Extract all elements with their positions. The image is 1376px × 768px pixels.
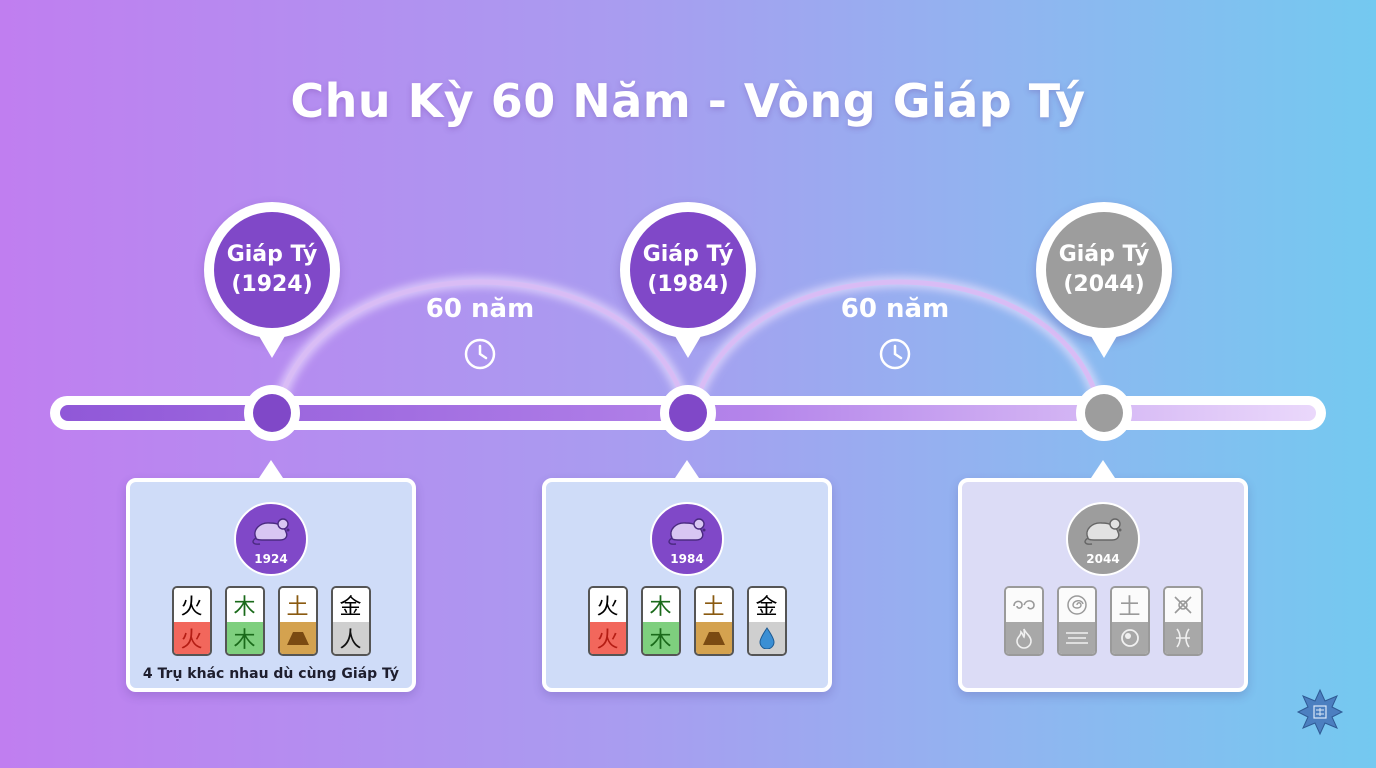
tile-top: 木: [642, 588, 679, 622]
tile-top: 火: [173, 588, 210, 622]
pillar-card-1924: 1924 火 火 木 木 土 金 人 4 Trụ khác nhau dù cù…: [126, 460, 416, 692]
tile-bottom: [748, 622, 785, 654]
rat-icon: [1084, 518, 1122, 545]
star-emblem-icon: [1296, 688, 1344, 736]
rat-badge: 2044: [1066, 502, 1140, 576]
pillar-tile-metal: 金 人: [330, 586, 371, 656]
marker-name: Giáp Tý: [226, 242, 318, 267]
pisces-icon: [1175, 628, 1190, 648]
tile-bottom: [279, 622, 316, 654]
pillar-tiles: 火 火 木 木 土 金 人: [130, 586, 412, 656]
tile-top: 土: [695, 588, 732, 622]
tile-bottom: 火: [173, 622, 210, 654]
pillar-tile-metal: 金: [746, 586, 787, 656]
tile-top: 土: [1111, 588, 1148, 622]
tile-top: 土: [279, 588, 316, 622]
tile-bottom: [1058, 622, 1095, 654]
page-title: Chu Kỳ 60 Năm - Vòng Giáp Tý: [290, 74, 1086, 128]
badge-year: 2044: [1086, 552, 1120, 566]
pillar-tiles: 火 火 木 木 土 金: [546, 586, 828, 656]
tile-top: 火: [589, 588, 626, 622]
arc-2: [691, 279, 1103, 409]
tile-top: [1005, 588, 1042, 622]
tile-bottom: [1111, 622, 1148, 654]
pillar-tile-earth: 土: [693, 586, 734, 656]
earth-mound-icon: [702, 632, 725, 645]
tile-top: 金: [748, 588, 785, 622]
pillar-tile-fire: 火 火: [587, 586, 628, 656]
flame-icon: [1015, 628, 1032, 649]
card-note: 4 Trụ khác nhau dù cùng Giáp Tý: [142, 666, 400, 682]
pillar-tile-future-3: 土: [1109, 586, 1150, 656]
marker-pin-1984: Giáp Tý (1984): [620, 202, 756, 358]
tile-bottom: 木: [226, 622, 263, 654]
pillar-card-2044: 2044 土: [958, 460, 1248, 692]
tile-bottom: 人: [332, 622, 369, 654]
rat-icon: [668, 518, 706, 545]
tile-bottom: 木: [642, 622, 679, 654]
timeline-node-2044: [1076, 385, 1132, 441]
tile-bottom: [1164, 622, 1201, 654]
marker-year: (2044): [1063, 272, 1145, 297]
rat-icon: [252, 518, 290, 545]
badge-year: 1984: [670, 552, 704, 566]
pillar-tile-wood: 木 木: [640, 586, 681, 656]
tile-bottom: [695, 622, 732, 654]
gap-label-2: 60 năm: [840, 294, 950, 324]
marker-pin-2044: Giáp Tý (2044): [1036, 202, 1172, 358]
arc-1: [275, 279, 689, 409]
knot-icon: [1173, 596, 1192, 614]
timeline-node-1924: [244, 385, 300, 441]
water-drop-icon: [758, 627, 775, 649]
earth-mound-icon: [286, 632, 309, 645]
pillar-tile-earth: 土: [277, 586, 318, 656]
marker-year: (1924): [231, 272, 313, 297]
tile-top: [1058, 588, 1095, 622]
rat-badge: 1984: [650, 502, 724, 576]
pillar-card-1984: 1984 火 火 木 木 土 金: [542, 460, 832, 692]
marker-name: Giáp Tý: [642, 242, 734, 267]
swirl-icon: [1012, 600, 1035, 610]
pillar-tile-fire: 火 火: [171, 586, 212, 656]
spiral-icon: [1066, 595, 1087, 615]
orb-icon: [1120, 629, 1139, 647]
marker-pin-1924: Giáp Tý (1924): [204, 202, 340, 358]
clock-icon: [879, 338, 911, 370]
pillar-tile-future-2: [1056, 586, 1097, 656]
wave-lines-icon: [1065, 632, 1088, 644]
tile-bottom: [1005, 622, 1042, 654]
pillar-tile-future-1: [1003, 586, 1044, 656]
pillar-tiles: 土: [962, 586, 1244, 656]
marker-name: Giáp Tý: [1058, 242, 1150, 267]
tile-top: 金: [332, 588, 369, 622]
timeline-node-1984: [660, 385, 716, 441]
clock-icon: [464, 338, 496, 370]
pillar-tile-future-4: [1162, 586, 1203, 656]
gap-label-1: 60 năm: [425, 294, 535, 324]
tile-bottom: 火: [589, 622, 626, 654]
badge-year: 1924: [254, 552, 288, 566]
marker-year: (1984): [647, 272, 729, 297]
pillar-tile-wood: 木 木: [224, 586, 265, 656]
rat-badge: 1924: [234, 502, 308, 576]
tile-top: 木: [226, 588, 263, 622]
tile-top: [1164, 588, 1201, 622]
